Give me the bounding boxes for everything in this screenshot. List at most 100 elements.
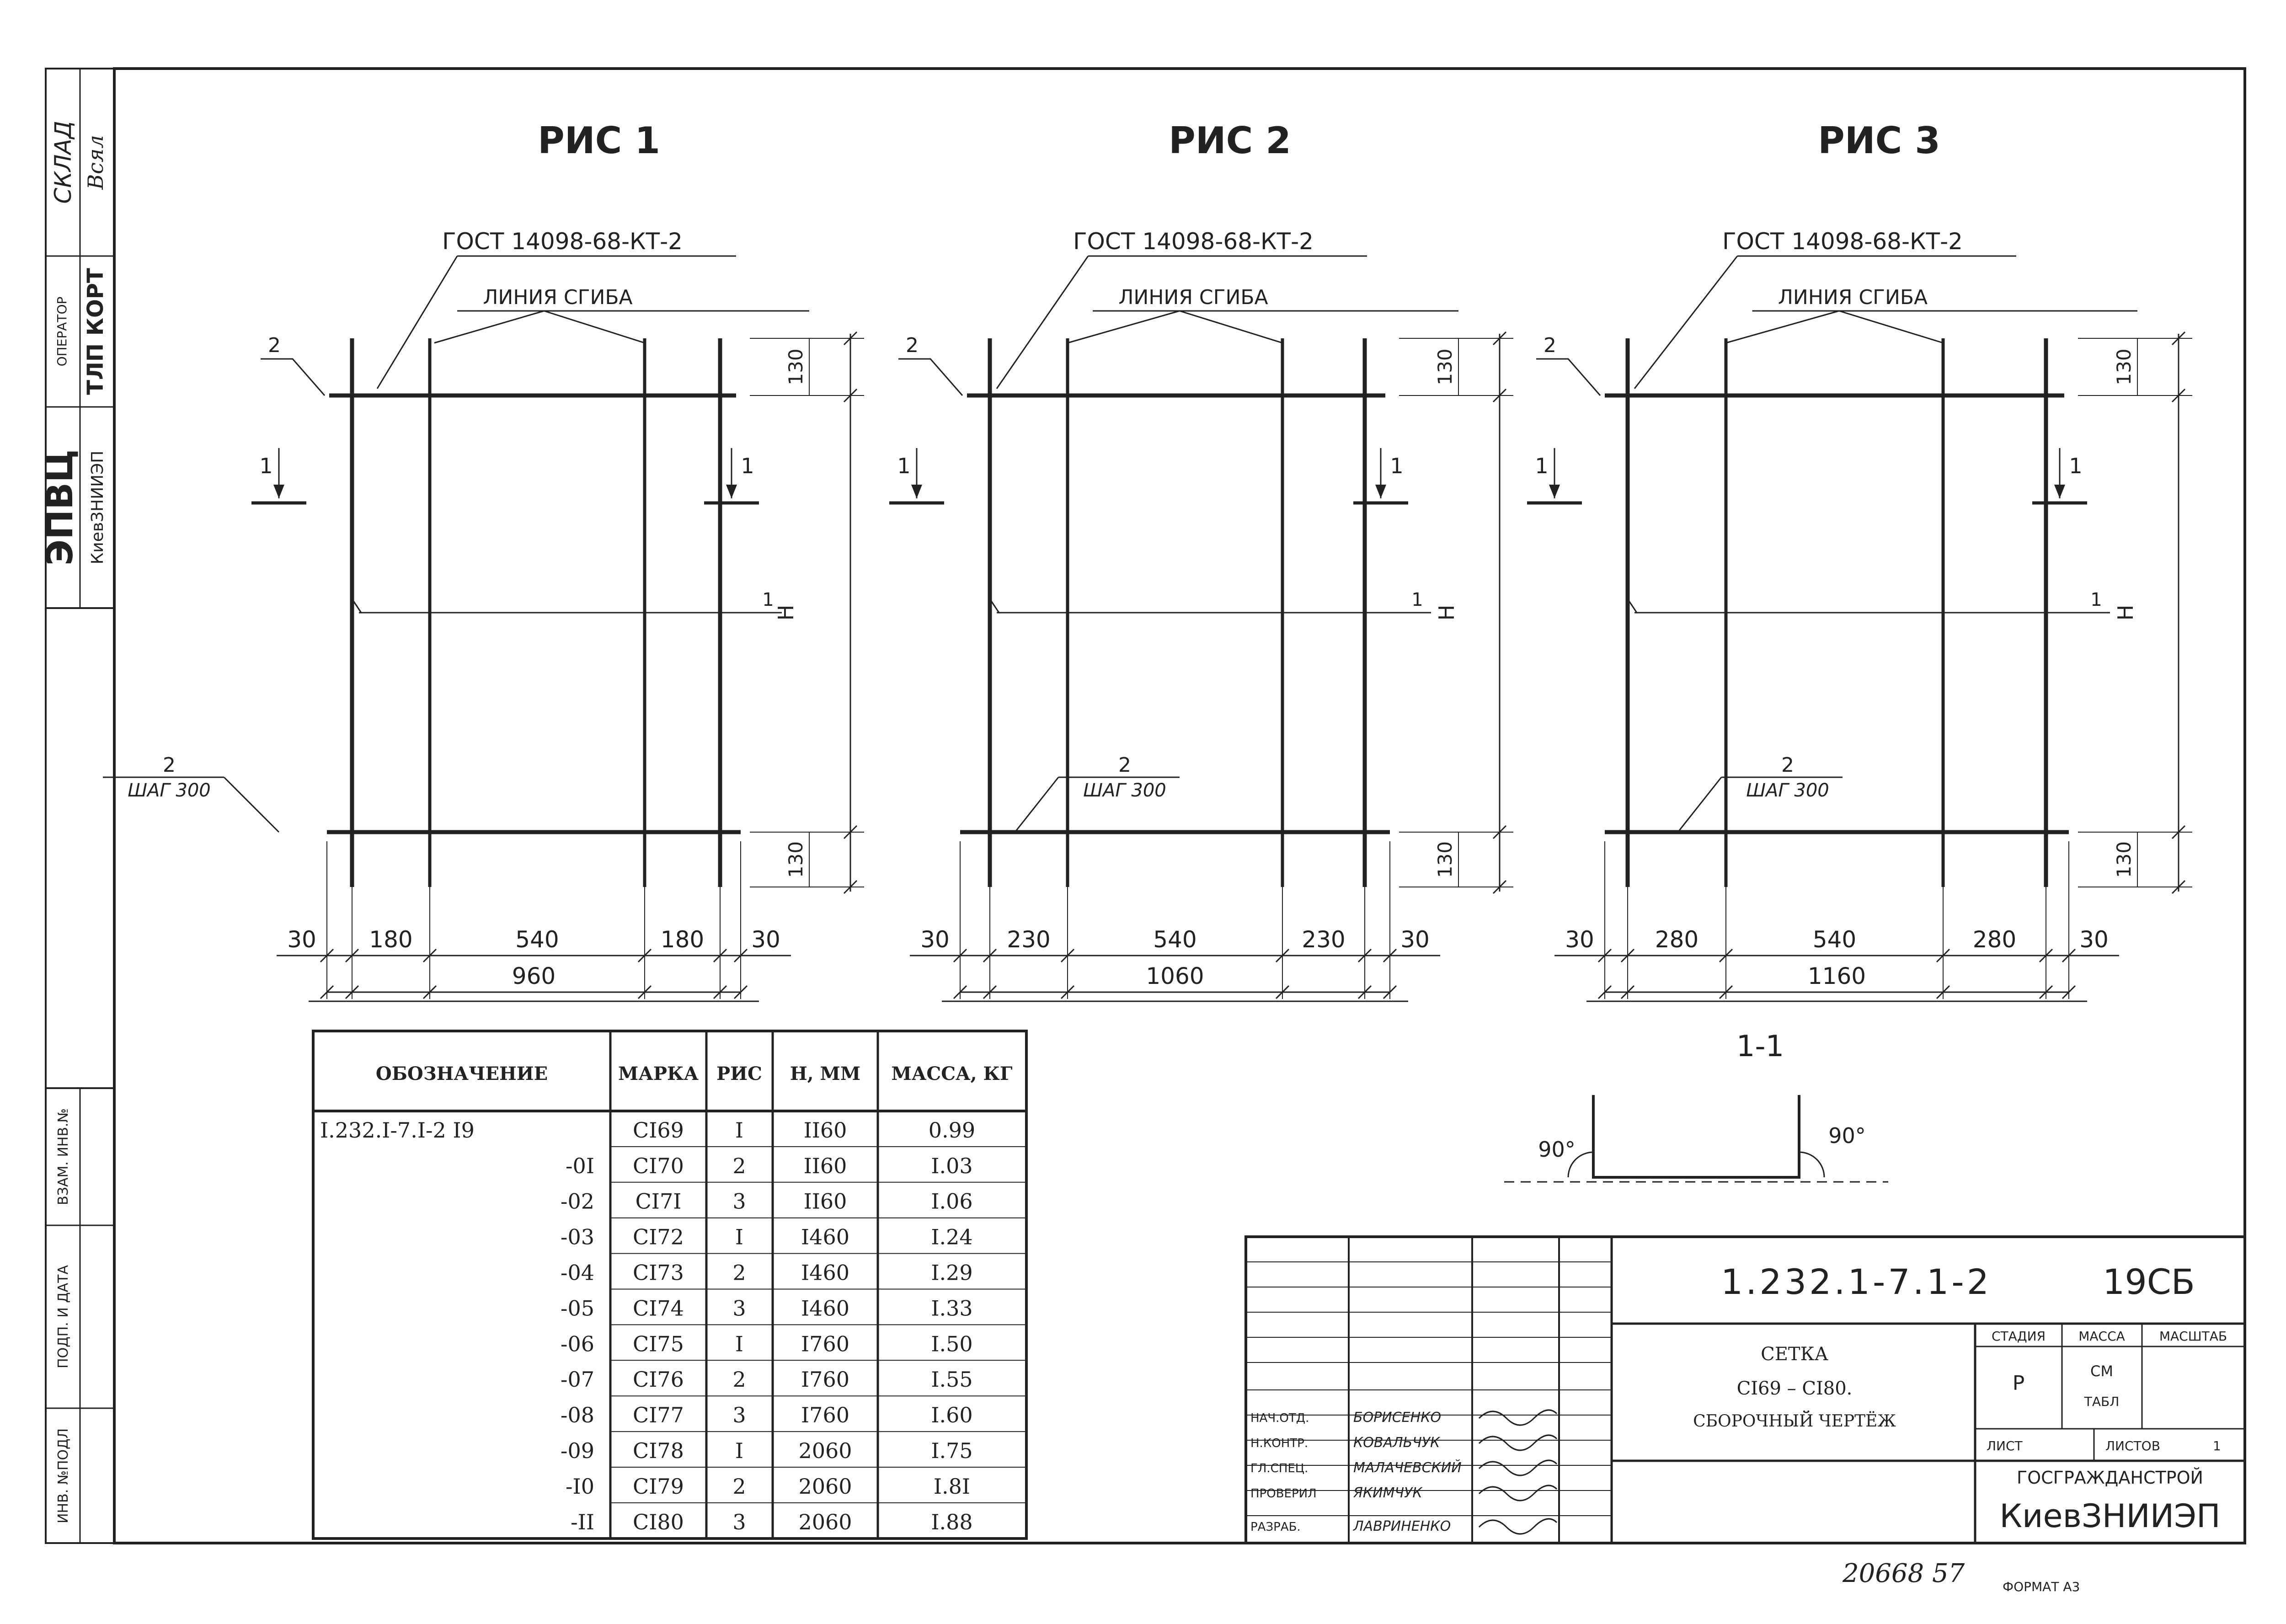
dim-value: 230 — [1302, 926, 1345, 953]
dim-tick — [2171, 880, 2186, 894]
dim-tick — [733, 948, 748, 963]
dim-tick — [843, 331, 858, 346]
section-title: 1-1 — [1736, 1030, 1784, 1063]
dim-tick — [713, 948, 727, 963]
cell-h: II60 — [804, 1189, 847, 1214]
pos-1-label: 1 — [1411, 589, 1423, 610]
dim-value: 180 — [661, 926, 704, 953]
dim-tick — [1936, 948, 1950, 963]
dim-tick — [2062, 985, 2076, 999]
gost-label: ГОСТ 14098-68-КТ-2 — [1722, 228, 1963, 255]
bend-line-label: ЛИНИЯ СГИБА — [1778, 286, 1928, 309]
section-marker-right: 1 — [1353, 448, 1408, 505]
dim-tick — [320, 985, 334, 999]
dim-tick — [1357, 985, 1372, 999]
cell-marka: CI69 — [633, 1118, 684, 1143]
sheet-label: ЛИСТ — [1987, 1438, 2023, 1453]
header-massa: МАССА, КГ — [892, 1063, 1013, 1084]
angle-right-label: 90° — [1828, 1123, 1866, 1148]
spec-table: ОБОЗНАЧЕНИЕ МАРКА РИС Н, ММ МАССА, КГ I.… — [312, 1030, 1028, 1540]
dim-tick — [1719, 985, 1733, 999]
dim-tick — [1492, 880, 1507, 894]
section-number: 1 — [259, 454, 272, 478]
stamp-field-inv: ИНВ. №ПОДЛ — [55, 1428, 71, 1523]
rod-hook — [989, 598, 1000, 613]
dim-tick — [2171, 331, 2186, 346]
bend-leader-left — [1725, 310, 1839, 344]
cell-marka: CI72 — [633, 1225, 684, 1250]
signer-row: ГЛ.СПЕЦ.МАЛАЧЕВСКИЙ — [1250, 1459, 1558, 1476]
cell-mass: I.03 — [931, 1154, 972, 1178]
dim-value: 540 — [515, 926, 559, 953]
cell-ris: I — [735, 1225, 743, 1250]
sheets-label: ЛИСТОВ — [2105, 1438, 2160, 1453]
cell-marka: CI74 — [633, 1296, 684, 1320]
dim-tick — [422, 948, 437, 963]
stamp-operator-name: ТЛП КОРТ — [83, 268, 108, 395]
dim-tick — [843, 880, 858, 894]
title-block: 1.232.1-7.1-2 19СБ СЕТКА CI69 – CI80. СБ… — [1244, 1235, 2246, 1544]
cell-ris: 3 — [732, 1296, 746, 1320]
bend-line-label: ЛИНИЯ СГИБА — [1118, 286, 1268, 309]
dim-total: 960 — [512, 963, 555, 989]
cell-marka: CI73 — [633, 1261, 684, 1285]
dim-tick — [1357, 948, 1372, 963]
cell-mass: 0.99 — [929, 1118, 975, 1143]
cell-designation: -02 — [561, 1189, 594, 1214]
step-label: ШАГ 300 — [1746, 780, 1829, 801]
cell-h: 2060 — [798, 1474, 852, 1499]
stage-value: Р — [2013, 1372, 2025, 1395]
dim-tick — [637, 985, 652, 999]
cell-marka: CI78 — [633, 1438, 684, 1463]
section-marker-left: 1 — [1527, 448, 1582, 505]
dim-130-top: 130 — [2113, 348, 2135, 385]
signer-row: Н.КОНТР.КОВАЛЬЧУК — [1250, 1434, 1558, 1451]
dim-height-h: Н — [1434, 605, 1459, 621]
cell-marka: CI79 — [633, 1474, 684, 1499]
section-arrowhead — [1549, 485, 1560, 498]
cell-ris: I — [735, 1118, 743, 1143]
dim-height-h: Н — [774, 605, 798, 621]
dim-value: 540 — [1153, 926, 1196, 953]
dim-tick — [983, 985, 997, 999]
dim-value: 180 — [369, 926, 412, 953]
dim-value: 280 — [1973, 926, 2016, 953]
cell-ris: 3 — [732, 1189, 746, 1214]
dim-value: 540 — [1813, 926, 1856, 953]
dim-tick — [1275, 985, 1290, 999]
dim-tick — [2062, 948, 2076, 963]
dim-tick — [1383, 985, 1397, 999]
cell-h: II60 — [804, 1154, 847, 1178]
bend-leader-right — [544, 310, 645, 344]
pos-2-top-leader — [1536, 358, 1601, 396]
signer-role: НАЧ.ОТД. — [1250, 1411, 1309, 1425]
cell-ris: I — [735, 1331, 743, 1356]
bend-line-label: ЛИНИЯ СГИБА — [483, 286, 632, 309]
dim-tick — [320, 948, 334, 963]
dim-tick — [2039, 948, 2053, 963]
dim-tick — [1597, 948, 1612, 963]
stamp-operator-label: ОПЕРАТОР — [54, 297, 69, 367]
dim-tick — [953, 948, 967, 963]
step-leader — [1014, 777, 1059, 833]
pos-2-top-leader — [898, 358, 963, 396]
document-code: 1.232.1-7.1-2 — [1721, 1261, 1992, 1302]
stamp-field-vzam: ВЗАМ. ИНВ.№ — [55, 1108, 71, 1205]
cell-h: I760 — [801, 1367, 849, 1392]
format-label: ФОРМАТ А3 — [2003, 1579, 2080, 1594]
cell-mass: I.75 — [931, 1438, 972, 1463]
signer-row: РАЗРАБ.ЛАВРИНЕНКО — [1250, 1518, 1558, 1535]
scale-label: МАСШТАБ — [2159, 1329, 2227, 1344]
signers-list: НАЧ.ОТД.БОРИСЕНКОН.КОНТР.КОВАЛЬЧУКГЛ.СПЕ… — [1250, 1409, 1558, 1535]
